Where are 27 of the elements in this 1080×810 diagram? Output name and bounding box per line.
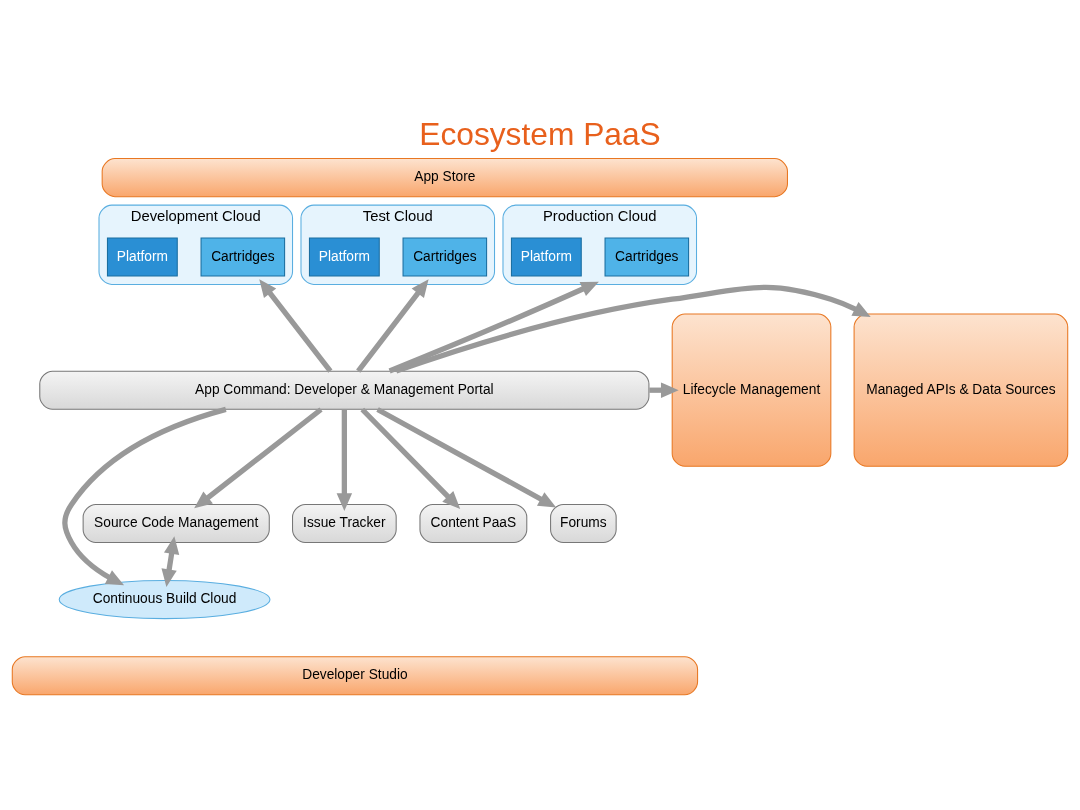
arrow: [161, 536, 180, 587]
node-box: Managed APIs & Data Sources: [853, 313, 1069, 467]
node-box: Cartridges: [402, 237, 488, 277]
node-box: Content PaaS: [419, 503, 528, 543]
node-box: Platform: [106, 237, 178, 277]
node-box: App Command: Developer & Management Portal: [39, 370, 650, 410]
arrow: [388, 281, 599, 374]
arrow: [356, 279, 429, 373]
arrow: [360, 407, 461, 509]
node-box: Cartridges: [200, 237, 286, 277]
arrow: [376, 407, 557, 508]
node-box: Cartridges: [604, 237, 690, 277]
node-box: Source Code Management: [82, 503, 270, 543]
arrow: [259, 279, 333, 373]
node-box: Issue Tracker: [292, 503, 397, 543]
node-box: App Store: [101, 158, 788, 198]
node-box: Developer Studio: [11, 656, 699, 696]
arrow: [194, 407, 323, 509]
arrow: [62, 406, 227, 586]
node-box: Platform: [308, 237, 380, 277]
node-box: Forums: [550, 503, 617, 543]
diagram-title: Ecosystem PaaS: [419, 115, 661, 152]
arrow: [336, 409, 353, 511]
arrow: [395, 284, 871, 374]
node-ellipse: Continuous Build Cloud: [58, 580, 271, 620]
node-box: Lifecycle Management: [671, 313, 832, 467]
node-box: Platform: [510, 237, 582, 277]
